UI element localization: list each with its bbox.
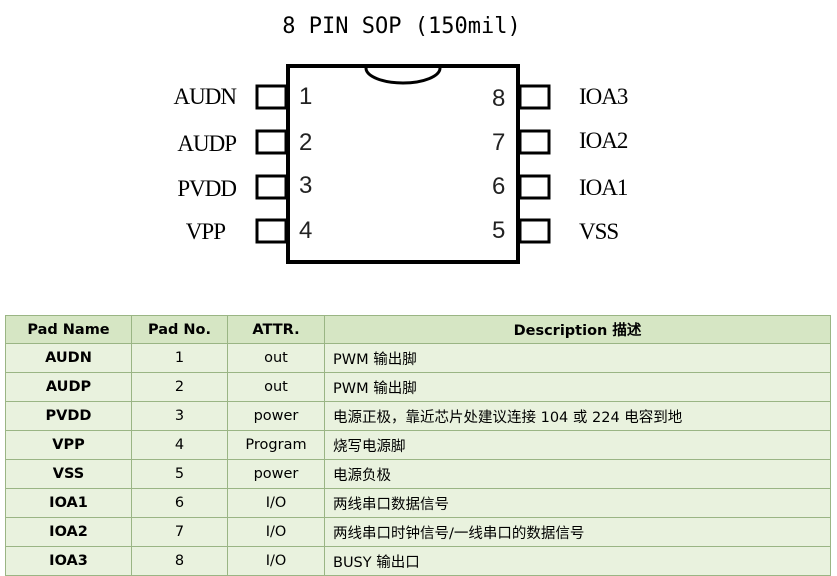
cell-description: PWM 输出脚 [324, 343, 831, 373]
cell-attr: I/O [227, 546, 325, 576]
cell-attr: power [227, 401, 325, 431]
pin-name-5: VSS [579, 219, 619, 244]
cell-description: 两线串口数据信号 [324, 488, 831, 518]
table-row: IOA1 6 I/O 两线串口数据信号 [5, 488, 831, 518]
cell-description: 两线串口时钟信号/一线串口的数据信号 [324, 517, 831, 547]
cell-description: 电源负极 [324, 459, 831, 489]
table-row: VPP 4 Program 烧写电源脚 [5, 430, 831, 460]
cell-pad-no: 4 [131, 430, 228, 460]
header-pad-name: Pad Name [5, 315, 132, 344]
cell-pad-no: 2 [131, 372, 228, 402]
pin-name-4: VPP [185, 219, 226, 244]
pin-pad-8 [518, 84, 551, 110]
pin-number-2: 2 [299, 129, 313, 156]
cell-pad-no: 6 [131, 488, 228, 518]
table-header-row: Pad Name Pad No. ATTR. Description 描述 [5, 315, 831, 344]
cell-attr: out [227, 372, 325, 402]
pin-number-6: 6 [492, 173, 506, 200]
pin-number-1: 1 [299, 83, 313, 110]
cell-pad-no: 5 [131, 459, 228, 489]
chip-body [286, 64, 520, 264]
pin-name-1: AUDN [173, 84, 237, 109]
table-row: IOA3 8 I/O BUSY 输出口 [5, 546, 831, 576]
cell-description: 烧写电源脚 [324, 430, 831, 460]
table-row: AUDP 2 out PWM 输出脚 [5, 372, 831, 402]
pin-number-4: 4 [299, 217, 313, 244]
pin-pad-4 [255, 218, 288, 244]
header-attr: ATTR. [227, 315, 325, 344]
chip-notch [364, 67, 442, 85]
table-row: VSS 5 power 电源负极 [5, 459, 831, 489]
pin-pad-7 [518, 129, 551, 155]
cell-description: BUSY 输出口 [324, 546, 831, 576]
table-row: PVDD 3 power 电源正极，靠近芯片处建议连接 104 或 224 电容… [5, 401, 831, 431]
pin-name-6: IOA1 [579, 175, 628, 200]
header-description: Description 描述 [324, 315, 831, 344]
pin-pad-1 [255, 84, 288, 110]
pin-pad-5 [518, 218, 551, 244]
cell-attr: I/O [227, 488, 325, 518]
cell-pad-name: IOA3 [5, 546, 132, 576]
pin-name-2: AUDP [177, 131, 237, 156]
cell-description: 电源正极，靠近芯片处建议连接 104 或 224 电容到地 [324, 401, 831, 431]
cell-pad-name: VPP [5, 430, 132, 460]
cell-attr: Program [227, 430, 325, 460]
pin-pad-3 [255, 174, 288, 200]
cell-pad-name: VSS [5, 459, 132, 489]
pin-number-8: 8 [492, 85, 506, 112]
cell-pad-name: AUDN [5, 343, 132, 373]
pin-description-table: Pad Name Pad No. ATTR. Description 描述 AU… [5, 315, 831, 576]
cell-pad-name: AUDP [5, 372, 132, 402]
cell-pad-no: 3 [131, 401, 228, 431]
pin-name-7: IOA2 [579, 128, 628, 153]
cell-attr: power [227, 459, 325, 489]
cell-pad-name: IOA1 [5, 488, 132, 518]
pin-name-3: PVDD [177, 176, 237, 201]
pin-pad-2 [255, 129, 288, 155]
pin-name-8: IOA3 [579, 84, 628, 109]
cell-pad-name: PVDD [5, 401, 132, 431]
cell-pad-name: IOA2 [5, 517, 132, 547]
table-row: IOA2 7 I/O 两线串口时钟信号/一线串口的数据信号 [5, 517, 831, 547]
pin-number-5: 5 [492, 217, 506, 244]
chip-diagram [255, 64, 551, 264]
cell-attr: I/O [227, 517, 325, 547]
pin-number-3: 3 [299, 172, 313, 199]
pin-pad-6 [518, 174, 551, 200]
cell-pad-no: 7 [131, 517, 228, 547]
header-pad-no: Pad No. [131, 315, 228, 344]
cell-pad-no: 1 [131, 343, 228, 373]
cell-description: PWM 输出脚 [324, 372, 831, 402]
package-title: 8 PIN SOP (150mil) [282, 14, 521, 39]
pin-number-7: 7 [492, 129, 506, 156]
cell-pad-no: 8 [131, 546, 228, 576]
cell-attr: out [227, 343, 325, 373]
table-row: AUDN 1 out PWM 输出脚 [5, 343, 831, 373]
